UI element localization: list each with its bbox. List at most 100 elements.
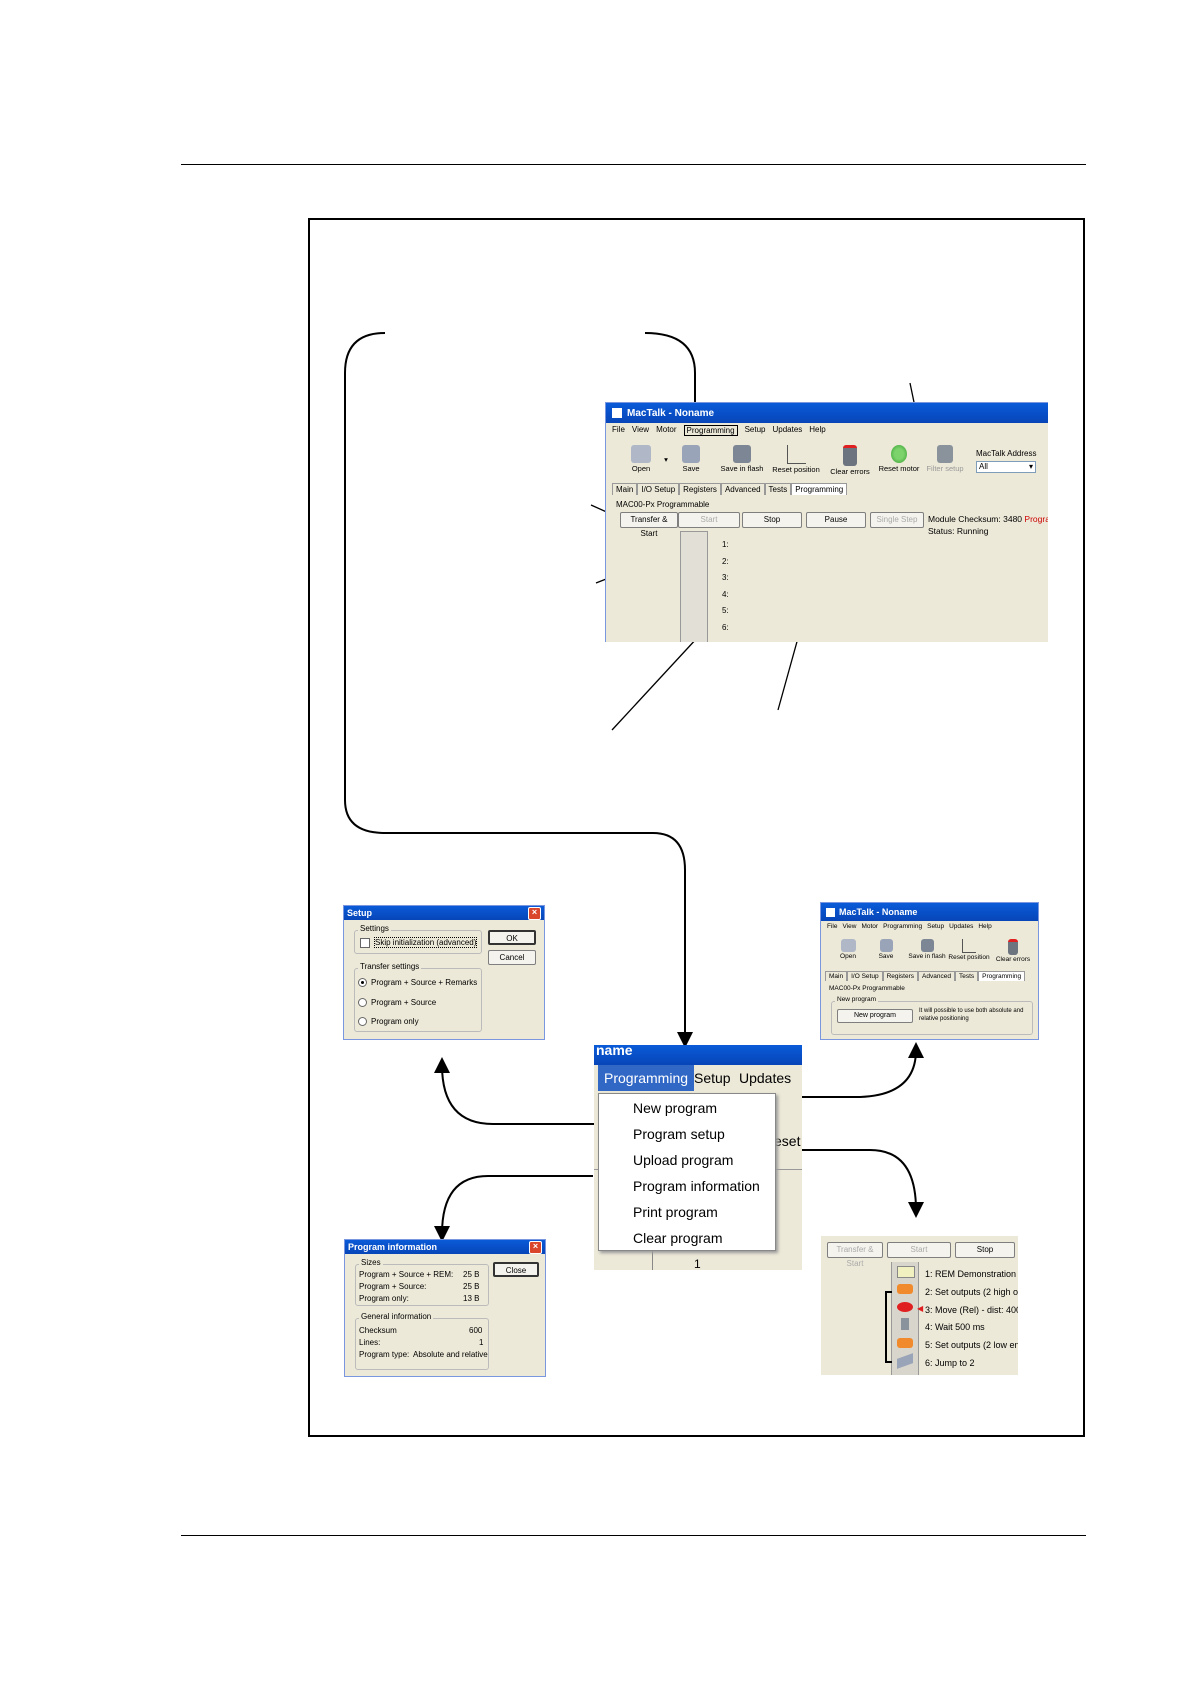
size-label: Program + Source:	[359, 1282, 427, 1291]
stop-button[interactable]: Stop	[742, 512, 802, 528]
save-in-flash-button[interactable]: Save in flash	[907, 939, 947, 960]
tab-main[interactable]: Main	[825, 971, 848, 981]
clear-errors-button[interactable]: Clear errors	[993, 939, 1033, 963]
open-button[interactable]: Open	[835, 939, 861, 960]
general-label-row: Lines:	[359, 1338, 381, 1347]
figure-frame	[308, 218, 1085, 1437]
new-program-button[interactable]: New program	[837, 1009, 913, 1023]
single-step-button[interactable]: Single Step	[870, 512, 924, 528]
menu-view[interactable]: View	[842, 923, 857, 930]
open-dropdown-arrow[interactable]: ▾	[664, 455, 668, 464]
menu-view[interactable]: View	[631, 425, 650, 434]
menu-file[interactable]: File	[827, 923, 838, 930]
menu-item-upload-program[interactable]: Upload program	[633, 1152, 734, 1168]
tab-tests[interactable]: Tests	[764, 483, 792, 495]
reset-position-button[interactable]: Reset position	[947, 939, 991, 961]
open-button[interactable]: Open	[626, 445, 656, 473]
axis-icon	[962, 939, 976, 953]
menu-updates[interactable]: Updates	[949, 923, 974, 930]
motor-icon	[891, 445, 907, 463]
program-line[interactable]: 1: REM Demonstration	[925, 1269, 1017, 1279]
programming-menu-screenshot: name Programming Setup Updates eset 1 Ne…	[594, 1045, 802, 1270]
line-number: 5:	[722, 606, 729, 615]
close-button[interactable]: Close	[493, 1262, 539, 1277]
new-program-hint: It will possible to use both absolute an…	[919, 1008, 1024, 1022]
menu-file[interactable]: File	[612, 425, 625, 434]
line-number: 6:	[722, 622, 729, 632]
save-in-flash-button[interactable]: Save in flash	[718, 445, 766, 473]
set-outputs-icon	[897, 1338, 913, 1348]
program-line[interactable]: 6: Jump to 2	[925, 1357, 975, 1368]
menu-setup[interactable]: Setup	[744, 425, 766, 434]
transfer-start-button[interactable]: Transfer & Start	[827, 1242, 883, 1268]
group-label: MAC00-Px Programmable	[829, 985, 905, 992]
option-program-source-remarks[interactable]: Program + Source + Remarks	[358, 978, 477, 988]
reset-motor-button[interactable]: Reset motor	[876, 445, 922, 473]
tab-registers[interactable]: Registers	[679, 483, 721, 495]
menu-programming[interactable]: Programming	[883, 923, 923, 930]
menu-setup[interactable]: Setup	[694, 1070, 731, 1086]
address-select[interactable]: All▾	[976, 461, 1036, 473]
tab-io-setup[interactable]: I/O Setup	[847, 971, 883, 981]
menu-bar: File View Motor Programming Setup Update…	[821, 921, 1038, 932]
tab-programming[interactable]: Programming	[791, 483, 848, 495]
close-icon[interactable]: ×	[528, 906, 541, 920]
tab-main[interactable]: Main	[612, 483, 638, 495]
reset-position-button[interactable]: Reset position	[770, 445, 822, 474]
save-button[interactable]: Save	[676, 445, 706, 473]
loop-bracket	[885, 1291, 892, 1363]
start-button[interactable]: Start	[887, 1242, 951, 1258]
tab-tests[interactable]: Tests	[954, 971, 979, 981]
ok-button[interactable]: OK	[488, 930, 536, 945]
joystick-icon	[937, 445, 953, 463]
menu-item-program-setup[interactable]: Program setup	[633, 1126, 725, 1142]
menu-updates[interactable]: Updates	[739, 1070, 792, 1086]
start-button[interactable]: Start	[678, 512, 740, 528]
program-line[interactable]: 5: Set outputs (2 low en	[925, 1340, 1018, 1351]
skip-init-checkbox[interactable]: Skip initialization (advanced)	[360, 937, 478, 949]
setup-dialog: Setup × Settings Skip initialization (ad…	[343, 905, 545, 1040]
checkbox-icon	[360, 938, 370, 948]
menu-item-new-program[interactable]: New program	[633, 1100, 718, 1116]
menu-updates[interactable]: Updates	[772, 425, 803, 434]
tab-advanced[interactable]: Advanced	[720, 483, 765, 495]
chevron-down-icon: ▾	[1028, 462, 1033, 471]
program-line[interactable]: 2: Set outputs (2 high o	[925, 1286, 1018, 1297]
menu-help[interactable]: Help	[809, 425, 826, 434]
mactalk-main-window: MacTalk - Noname File View Motor Program…	[605, 402, 1048, 642]
filter-setup-button[interactable]: Filter setup	[924, 445, 966, 473]
stop-button[interactable]: Stop	[955, 1242, 1015, 1258]
program-line[interactable]: 4: Wait 500 ms	[925, 1322, 985, 1333]
address-label: MacTalk Address	[976, 449, 1037, 458]
save-button[interactable]: Save	[873, 939, 899, 960]
option-program-source[interactable]: Program + Source	[358, 998, 436, 1008]
cancel-button[interactable]: Cancel	[488, 950, 536, 965]
menu-programming-open[interactable]: Programming	[598, 1065, 695, 1091]
menu-motor[interactable]: Motor	[861, 923, 879, 930]
tab-io-setup[interactable]: I/O Setup	[637, 483, 680, 495]
tab-programming[interactable]: Programming	[978, 971, 1026, 981]
close-icon[interactable]: ×	[529, 1240, 542, 1254]
trash-icon	[843, 445, 857, 466]
menu-item-print-program[interactable]: Print program	[633, 1204, 718, 1220]
pause-button[interactable]: Pause	[806, 512, 866, 528]
menu-item-program-information[interactable]: Program information	[633, 1178, 760, 1194]
transfer-start-button[interactable]: Transfer & Start	[620, 512, 678, 538]
clear-errors-button[interactable]: Clear errors	[828, 445, 872, 476]
menu-setup[interactable]: Setup	[927, 923, 945, 930]
option-program-only[interactable]: Program only	[358, 1017, 419, 1027]
tab-advanced[interactable]: Advanced	[918, 971, 955, 981]
menu-programming[interactable]: Programming	[683, 425, 738, 436]
current-line-marker: ◀	[917, 1304, 924, 1313]
settings-group	[354, 930, 482, 954]
menu-help[interactable]: Help	[978, 923, 992, 930]
menu-item-clear-program[interactable]: Clear program	[633, 1230, 723, 1246]
chip-icon	[920, 939, 934, 952]
general-label-row: Checksum	[359, 1326, 397, 1335]
transfer-label: Transfer settings	[358, 962, 422, 971]
tab-registers[interactable]: Registers	[882, 971, 919, 981]
window-title: MacTalk - Noname	[839, 907, 918, 917]
menu-motor[interactable]: Motor	[656, 425, 677, 434]
folder-icon	[631, 445, 651, 463]
program-line[interactable]: 3: Move (Rel) - dist: 400	[925, 1304, 1018, 1315]
